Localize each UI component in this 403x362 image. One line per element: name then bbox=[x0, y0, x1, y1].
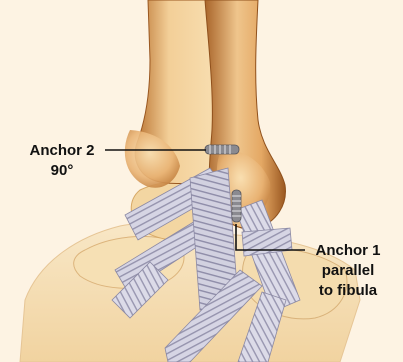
anchor-2-label-line1: Anchor 2 bbox=[14, 141, 110, 161]
anchor-1-label-line2: parallel bbox=[299, 261, 397, 281]
anchor-1-screw bbox=[232, 190, 241, 222]
anchor-2-label: Anchor 2 90° bbox=[14, 141, 110, 181]
anchor-1-label-line1: Anchor 1 bbox=[299, 241, 397, 261]
anchor-2-screw bbox=[205, 145, 239, 154]
anchor-2-label-line2: 90° bbox=[14, 161, 110, 181]
anchor-1-label-line3: to fibula bbox=[299, 281, 397, 301]
anchor-1-label: Anchor 1 parallel to fibula bbox=[299, 241, 397, 301]
